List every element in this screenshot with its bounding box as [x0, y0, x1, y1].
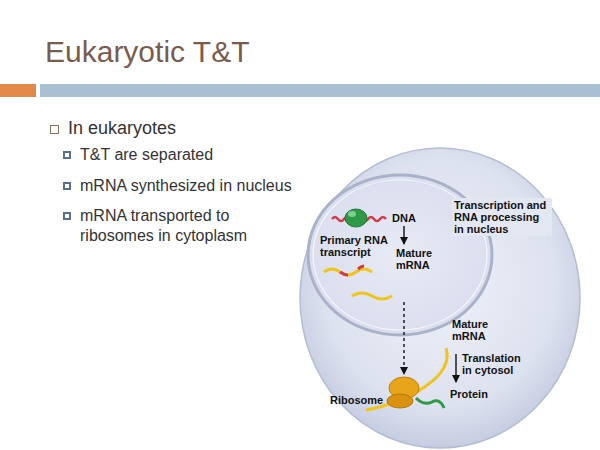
- sub-bullet-text: mRNA synthesized in nucleus: [80, 176, 295, 196]
- structure-label: DNA: [392, 212, 432, 224]
- polymerase-highlight: [348, 211, 356, 217]
- structure-label: Protein: [450, 388, 500, 400]
- accent-bar: [0, 84, 36, 97]
- structure-label-wrap: Ribosome: [330, 394, 386, 406]
- square-bullet-center: [65, 153, 69, 157]
- square-bullet-center: [65, 214, 69, 218]
- mature-mrna: [352, 293, 392, 299]
- export-arrow: [403, 302, 404, 374]
- structure-label-wrap: Mature mRNA: [396, 247, 446, 271]
- header-bar: [40, 84, 600, 97]
- slide-title: Eukaryotic T&T: [45, 34, 250, 70]
- process-label-wrap: Translation in cytosol: [462, 352, 528, 376]
- structure-label-wrap: Primary RNA transcript: [320, 234, 392, 258]
- process-label-wrap: Transcription and RNA processing in nucl…: [452, 198, 552, 237]
- hollow-bullet: [50, 125, 59, 134]
- protein-chain: [416, 398, 444, 408]
- sub-bullet-text-wrap: mRNA transported to ribosomes in cytopla…: [80, 206, 280, 246]
- sub-bullet-text: T&T are separated: [80, 145, 295, 165]
- structure-label: Primary RNA transcript: [320, 234, 392, 258]
- structure-label: Mature mRNA: [452, 318, 502, 342]
- bullet-text-wrap: In eukaryotes: [68, 117, 298, 139]
- square-bullet-center: [65, 184, 69, 188]
- structure-label-wrap: DNA: [392, 212, 432, 224]
- bullet-text: In eukaryotes: [68, 117, 298, 139]
- structure-label-wrap: Mature mRNA: [452, 318, 502, 342]
- intron-segment: [358, 266, 364, 269]
- sub-bullet-text-wrap: mRNA synthesized in nucleus: [80, 176, 295, 196]
- sub-bullet-text: mRNA transported to ribosomes in cytopla…: [80, 206, 280, 246]
- process-arrow: [455, 354, 456, 382]
- process-arrow: [403, 226, 404, 244]
- rna-polymerase: [345, 209, 367, 227]
- structure-label: Mature mRNA: [396, 247, 446, 271]
- slide-title-wrap: Eukaryotic T&T: [45, 34, 250, 70]
- structure-label-wrap: Protein: [450, 388, 500, 400]
- structure-label: Ribosome: [330, 394, 386, 406]
- intron-segment: [340, 272, 348, 275]
- primary-transcript: [324, 269, 372, 275]
- ribosome-small-subunit: [387, 394, 413, 408]
- process-label: Transcription and RNA processing in nucl…: [452, 198, 552, 236]
- process-label: Translation in cytosol: [462, 352, 528, 376]
- cell-membrane: [300, 148, 580, 448]
- sub-bullet-text-wrap: T&T are separated: [80, 145, 295, 165]
